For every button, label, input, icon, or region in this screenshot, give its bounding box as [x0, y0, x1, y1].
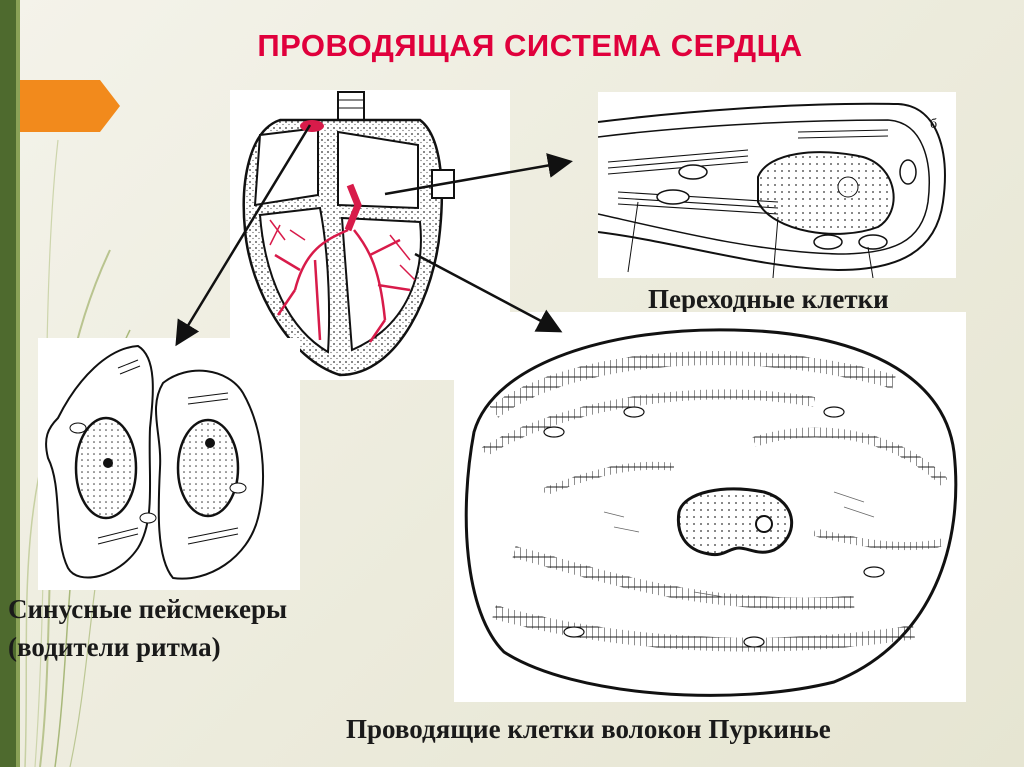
pacemaker-cells-icon — [38, 338, 300, 590]
sinus-label-line2: (водители ритма) — [8, 628, 221, 667]
transitional-cell-icon: б — [598, 92, 956, 278]
purkinje-label: Проводящие клетки волокон Пуркинье — [346, 710, 831, 749]
purkinje-cell-icon — [454, 312, 966, 702]
purkinje-cell-panel — [454, 312, 966, 702]
pacemaker-cells-panel — [38, 338, 300, 590]
figure-mark: б — [930, 117, 937, 132]
transitional-cell-panel: б — [598, 92, 956, 278]
sinus-label-line1: Синусные пейсмекеры — [8, 590, 287, 629]
page-title: ПРОВОДЯЩАЯ СИСТЕМА СЕРДЦА — [190, 28, 870, 64]
orange-tab-icon — [0, 80, 120, 132]
